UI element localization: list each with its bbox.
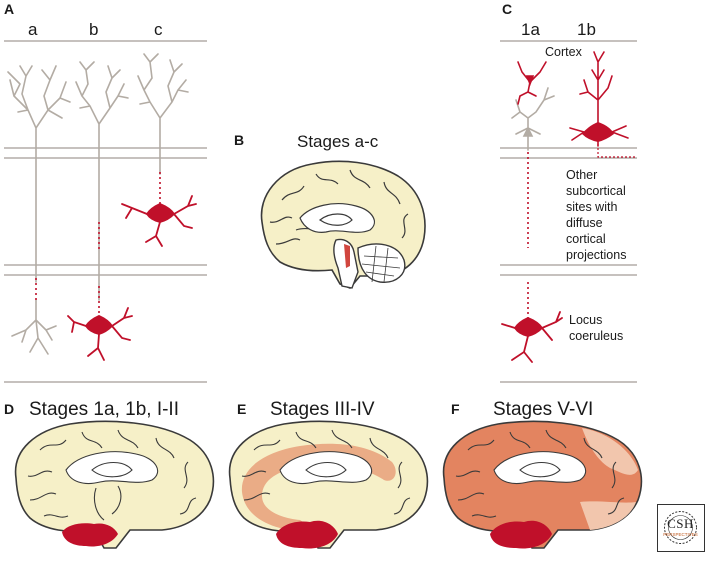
panel-d-pathology-region xyxy=(62,523,118,547)
column-b-label: b xyxy=(89,20,99,39)
column-1a-label: 1a xyxy=(521,20,540,39)
neuron-1a xyxy=(511,87,555,151)
column-a-label: a xyxy=(28,20,38,39)
panel-f-label: F xyxy=(451,401,460,417)
panel-f-occipital-lighter xyxy=(582,428,638,475)
neuron-b-cell-body xyxy=(67,307,133,361)
subcortical-line-6: projections xyxy=(566,248,627,262)
panel-f-pathology-region xyxy=(490,520,552,549)
subcortical-line-4: diffuse xyxy=(566,216,603,230)
panel-a-label: A xyxy=(4,1,15,17)
locus-line-1: Locus xyxy=(569,313,603,327)
panel-e-label: E xyxy=(237,401,247,417)
neuron-1b-cell-body xyxy=(582,122,614,142)
logo-emblem-icon xyxy=(664,511,697,544)
panel-b-locus-coeruleus xyxy=(344,244,350,268)
column-c-label: c xyxy=(154,20,163,39)
column-1b-label: 1b xyxy=(577,20,596,39)
panel-b-title: Stages a-c xyxy=(297,132,379,151)
panel-b-label: B xyxy=(234,132,245,148)
panel-e-pathology-region xyxy=(276,520,338,549)
neuron-1b-axon-pathology xyxy=(597,144,637,158)
locus-coeruleus-neuron xyxy=(501,311,563,363)
cortex-label: Cortex xyxy=(545,45,582,59)
panel-c-label: C xyxy=(502,1,513,17)
subcortical-line-3: sites with xyxy=(566,200,618,214)
neuron-1a-red-dendrites xyxy=(517,61,547,105)
neuron-c-cell-body xyxy=(121,195,197,247)
panel-e-title: Stages III-IV xyxy=(270,399,375,420)
panel-d-title: Stages 1a, 1b, I-II xyxy=(29,399,179,420)
csh-perspectives-logo: CSH PERSPECTIVES xyxy=(657,504,705,552)
subcortical-line-1: Other xyxy=(566,168,598,182)
neuron-b xyxy=(75,61,129,301)
subcortical-line-5: cortical xyxy=(566,232,606,246)
logo-subtext: PERSPECTIVES xyxy=(663,532,698,537)
panel-c-layer-lines xyxy=(500,40,637,383)
subcortical-line-2: subcortical xyxy=(566,184,626,198)
neuron-c xyxy=(137,53,189,175)
logo-text: CSH xyxy=(667,516,694,531)
neuron-1b xyxy=(569,51,629,147)
locus-line-2: coeruleus xyxy=(569,329,624,343)
panel-d-label: D xyxy=(4,401,15,417)
panel-a-layer-lines xyxy=(4,40,207,383)
neuron-a xyxy=(7,65,71,355)
subcortical-sites-label: Other subcortical sites with diffuse cor… xyxy=(566,167,626,263)
panel-f-title: Stages V-VI xyxy=(493,399,594,420)
locus-coeruleus-label: Locus coeruleus xyxy=(569,312,623,344)
